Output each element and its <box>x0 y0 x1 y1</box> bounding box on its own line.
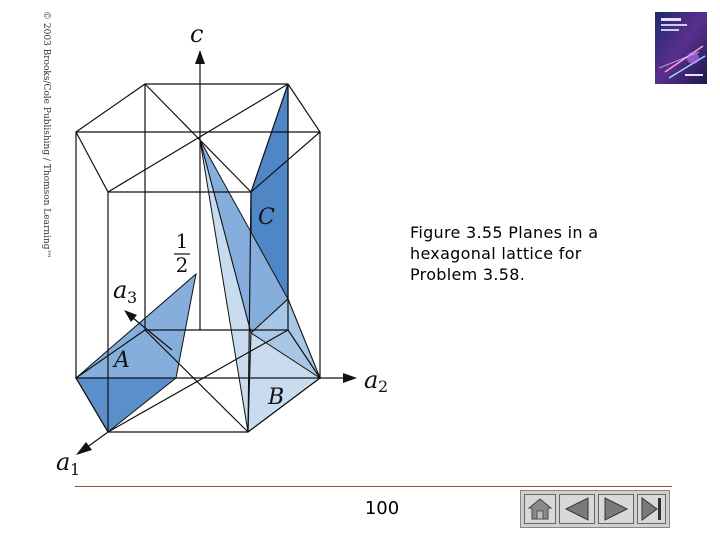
fraction-numerator: 1 <box>176 229 189 253</box>
axis-c <box>195 50 205 330</box>
footer-divider <box>75 486 672 487</box>
axis-a2 <box>320 373 357 383</box>
navigation-bar <box>520 490 670 528</box>
vertical-edges <box>75 84 321 433</box>
next-button[interactable] <box>598 494 634 524</box>
last-page-button[interactable] <box>637 494 666 524</box>
page-number: 100 <box>364 498 400 519</box>
half-fraction: 1 2 <box>174 229 190 277</box>
previous-button[interactable] <box>559 494 595 524</box>
home-icon <box>527 498 553 520</box>
book-cover-thumbnail <box>655 12 707 84</box>
plane-b <box>199 139 322 434</box>
axis-c-label: c <box>190 20 203 48</box>
plane-b-label: B <box>267 385 284 410</box>
home-button[interactable] <box>524 494 556 524</box>
triangle-end-icon <box>641 497 661 521</box>
axis-a1-label: a <box>56 448 70 476</box>
plane-c-label: C <box>258 205 275 230</box>
axis-a3 <box>124 310 173 351</box>
axis-a3-label: a <box>113 276 127 304</box>
figure-caption: Figure 3.55 Planes in a hexagonal lattic… <box>410 222 670 285</box>
axis-a1 <box>76 431 109 455</box>
caption-line-3: Problem 3.58. <box>410 265 526 284</box>
axis-a1-subscript: 1 <box>70 460 80 479</box>
axis-a2-label: a <box>364 366 378 394</box>
plane-a-label: A <box>112 348 130 373</box>
axis-a2-subscript: 2 <box>378 377 388 396</box>
caption-line-2: hexagonal lattice for <box>410 244 582 263</box>
fraction-denominator: 2 <box>176 253 189 277</box>
axis-a3-subscript: 3 <box>127 288 137 307</box>
triangle-right-icon <box>604 497 629 521</box>
triangle-left-icon <box>564 497 589 521</box>
caption-line-1: Figure 3.55 Planes in a <box>410 223 599 242</box>
